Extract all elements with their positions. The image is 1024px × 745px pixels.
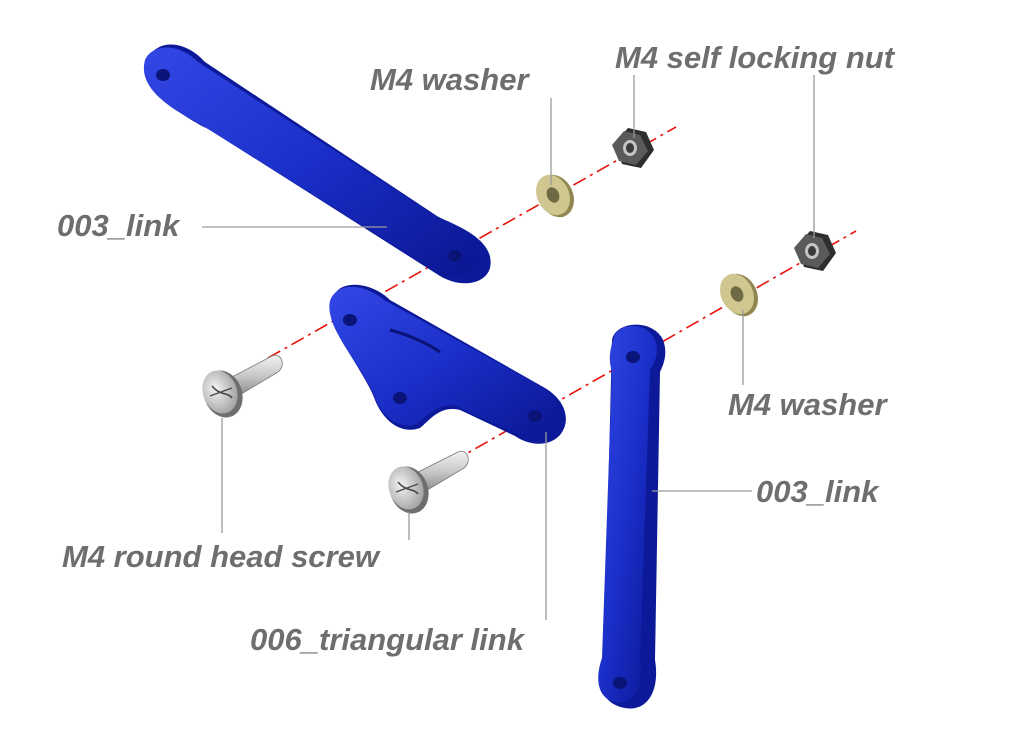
label-link-top: 003_link [57,208,181,243]
washer-upper [535,174,574,218]
nut-right [794,231,836,271]
label-m4-nut-top: M4 self locking nut [615,40,896,75]
link-003-right [598,324,666,709]
washer-right [719,273,758,317]
label-m4-washer-top: M4 washer [370,62,530,97]
triangular-link-006 [329,284,566,444]
axis-upper [267,126,677,359]
screw-lower [388,450,469,514]
label-m4-screw: M4 round head screw [62,539,381,574]
axis-lower [451,230,857,463]
nut-upper [612,128,654,168]
link-003-upper [143,44,491,284]
label-link-right: 003_link [756,474,880,509]
labels: M4 washer M4 self locking nut 003_link M… [57,40,896,657]
screw-upper [202,354,283,418]
assembly-axes [267,126,857,463]
leader-lines [202,75,815,620]
label-m4-washer-right: M4 washer [728,387,888,422]
label-triangular-link: 006_triangular link [250,622,526,657]
